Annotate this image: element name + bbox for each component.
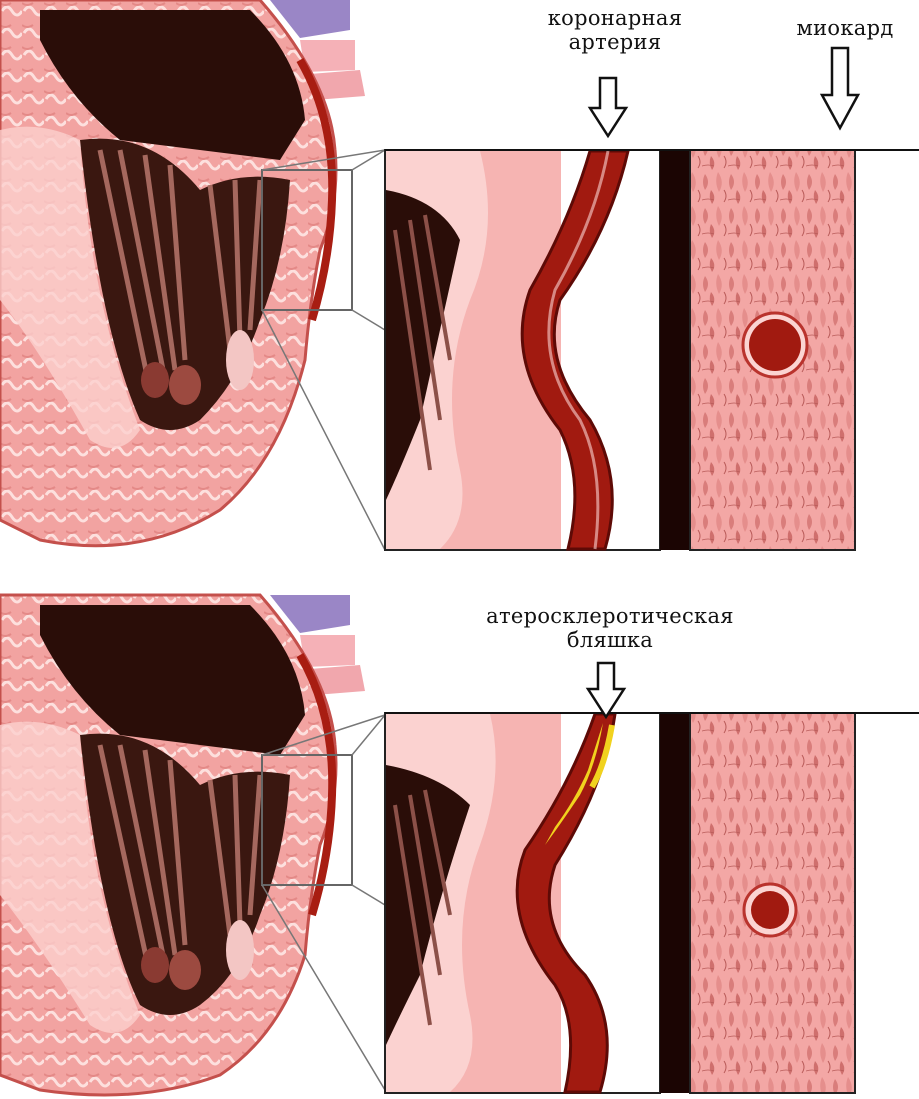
myocardium-zoom-top	[690, 150, 855, 550]
arrow-myocardium	[822, 48, 858, 128]
artery-zoom-bottom	[385, 713, 690, 1093]
arrow-plaque	[588, 663, 624, 717]
artery-zoom-top	[385, 150, 690, 550]
heart-section-top	[0, 0, 385, 550]
myocardium-zoom-bottom	[690, 713, 855, 1093]
heart-section-bottom	[0, 595, 385, 1095]
healthy-panel	[0, 0, 919, 550]
plaque-label-line2: бляшка	[460, 628, 760, 652]
plaque-label-line1: атеросклеротическая	[460, 604, 760, 628]
myocardium-label: миокард	[770, 16, 919, 40]
plaque-label: атеросклеротическая бляшка	[460, 604, 760, 652]
coronary-artery-label-line2: артерия	[520, 30, 710, 54]
atherosclerotic-panel	[0, 595, 919, 1095]
arrow-coronary-artery	[590, 78, 626, 136]
coronary-artery-label-line1: коронарная	[520, 6, 710, 30]
coronary-artery-label: коронарная артерия	[520, 6, 710, 54]
